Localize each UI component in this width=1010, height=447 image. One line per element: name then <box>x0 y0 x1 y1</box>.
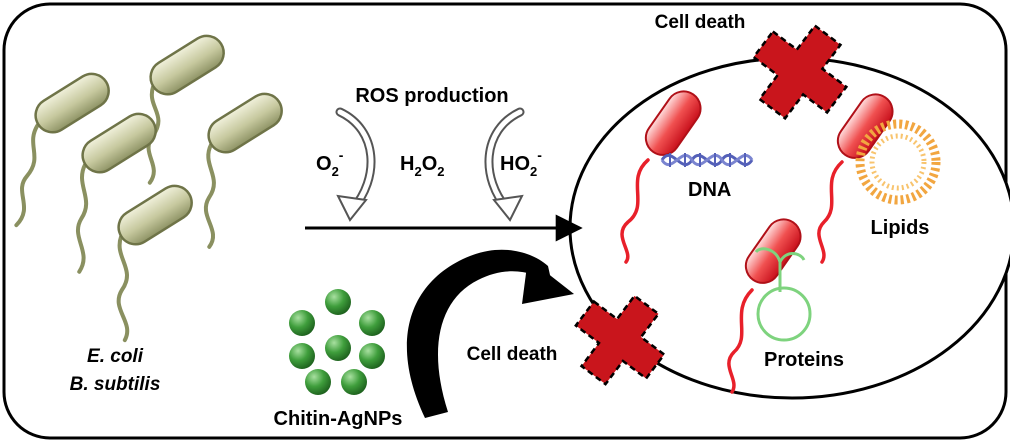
nanoparticle <box>289 343 315 369</box>
damaged-bacterium <box>817 93 894 264</box>
ecoli-label: E. coli <box>87 346 144 367</box>
bsubtilis-label: B. subtilis <box>70 374 161 395</box>
dna-helix-icon <box>660 153 754 167</box>
healthy-bacterium <box>75 112 157 274</box>
healthy-bacterium <box>14 72 110 228</box>
protein-icon <box>754 247 812 342</box>
ros-production-label: ROS production <box>355 85 508 107</box>
proteins-label: Proteins <box>764 349 844 371</box>
dna-label: DNA <box>688 179 731 201</box>
cell-death-top-label: Cell death <box>655 12 746 33</box>
nanoparticle <box>305 369 331 395</box>
nanoparticle-cluster <box>289 289 385 395</box>
nanoparticle <box>325 289 351 315</box>
nanoparticle <box>325 335 351 361</box>
damaged-bacterium <box>620 90 702 264</box>
superoxide-label: O2- <box>316 147 344 179</box>
curved-arrow-icon <box>484 107 525 222</box>
nanoparticle <box>341 369 367 395</box>
nanoparticle <box>359 343 385 369</box>
hydrogen-peroxide-label: H2O2 <box>400 153 444 179</box>
hydroperoxyl-label: HO2- <box>500 147 542 179</box>
curved-black-arrow-icon <box>406 249 574 418</box>
curved-arrow-icon <box>335 107 376 222</box>
cell-death-bottom-label: Cell death <box>467 344 558 365</box>
healthy-bacterium <box>116 184 193 343</box>
cell-death-cross-icon <box>574 294 666 386</box>
nanoparticle <box>289 310 315 336</box>
nanoparticles-label: Chitin-AgNPs <box>274 408 403 430</box>
lipids-label: Lipids <box>871 217 930 239</box>
healthy-bacterium <box>203 92 283 249</box>
lipid-ring-icon <box>855 119 941 205</box>
cell-death-cross-icon <box>751 23 849 121</box>
nanoparticle <box>359 310 385 336</box>
